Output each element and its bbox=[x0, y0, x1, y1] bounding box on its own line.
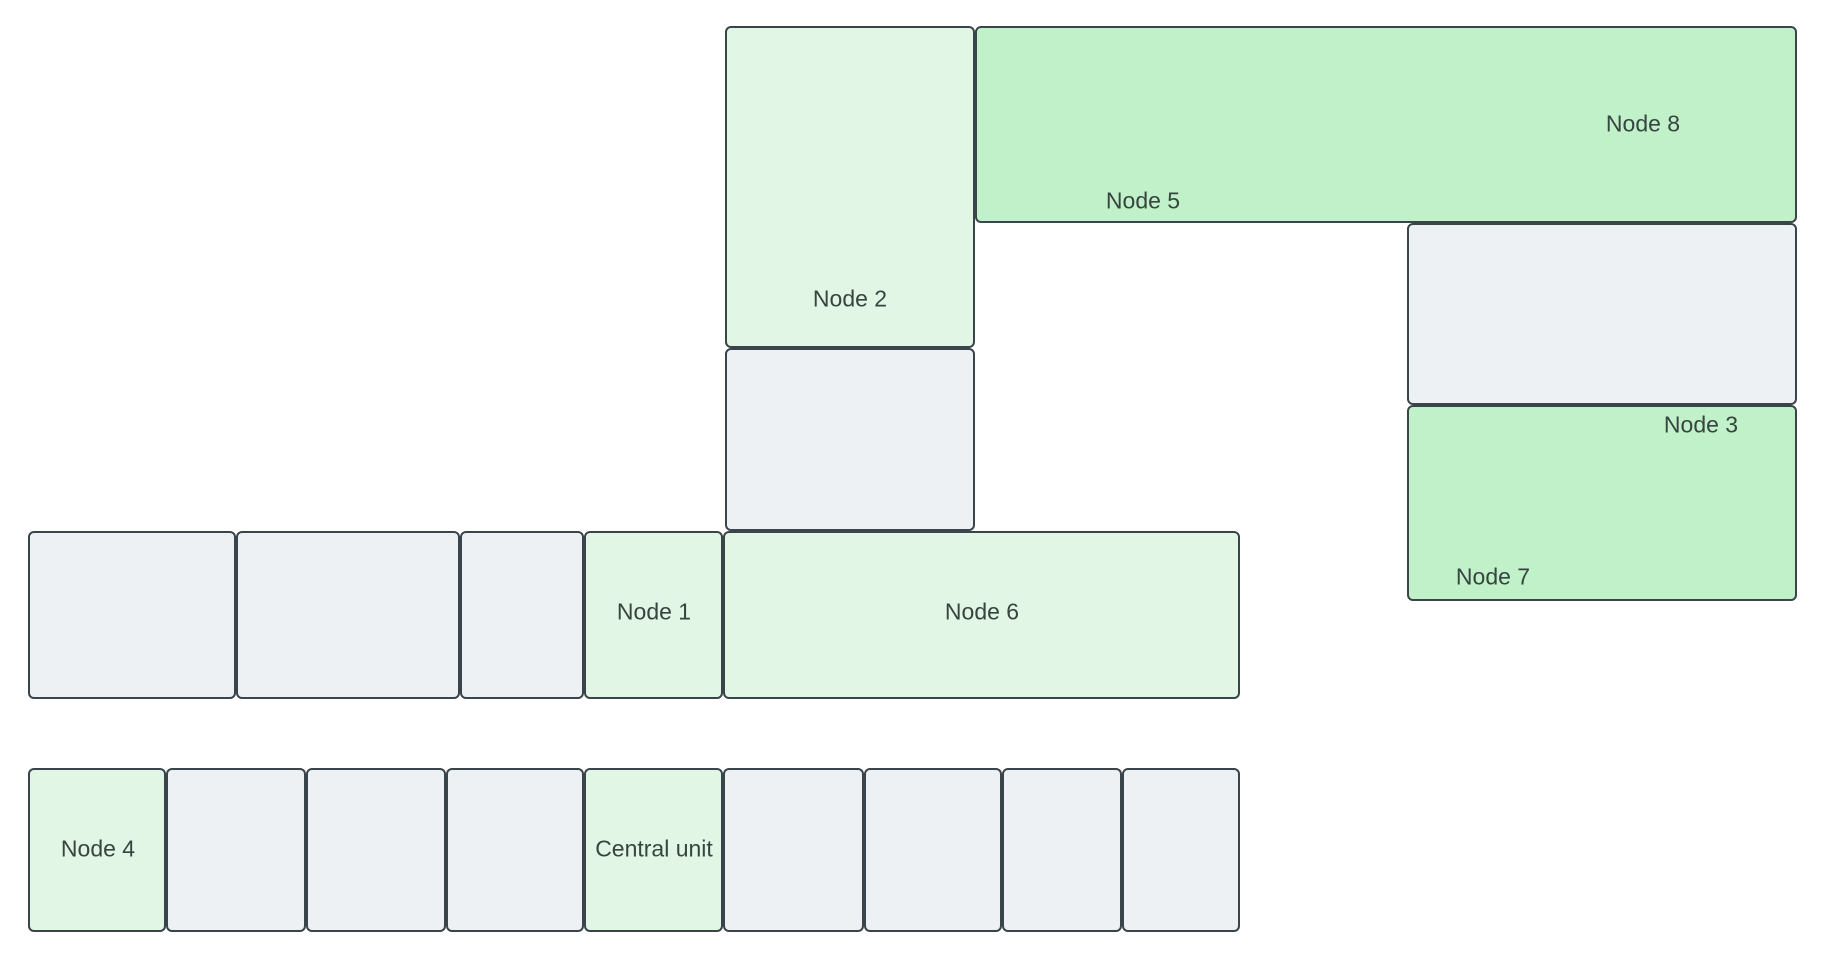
node-4-box bbox=[28, 768, 166, 932]
node-1-box bbox=[584, 531, 723, 699]
empty-box-8 bbox=[446, 768, 584, 932]
empty-box-12 bbox=[1122, 768, 1240, 932]
empty-box-6 bbox=[166, 768, 306, 932]
empty-box-1 bbox=[725, 348, 975, 531]
empty-box-7 bbox=[306, 768, 446, 932]
node-6-box bbox=[723, 531, 1240, 699]
empty-box-11 bbox=[1002, 768, 1122, 932]
empty-box-10 bbox=[864, 768, 1002, 932]
empty-box-3 bbox=[28, 531, 236, 699]
node-3-7-box bbox=[1407, 405, 1797, 601]
empty-box-9 bbox=[723, 768, 864, 932]
empty-box-2 bbox=[1407, 223, 1797, 405]
central-unit-box bbox=[584, 768, 723, 932]
empty-box-5 bbox=[460, 531, 584, 699]
node-5-8-box bbox=[975, 26, 1797, 223]
empty-box-4 bbox=[236, 531, 460, 699]
node-2-box bbox=[725, 26, 975, 348]
